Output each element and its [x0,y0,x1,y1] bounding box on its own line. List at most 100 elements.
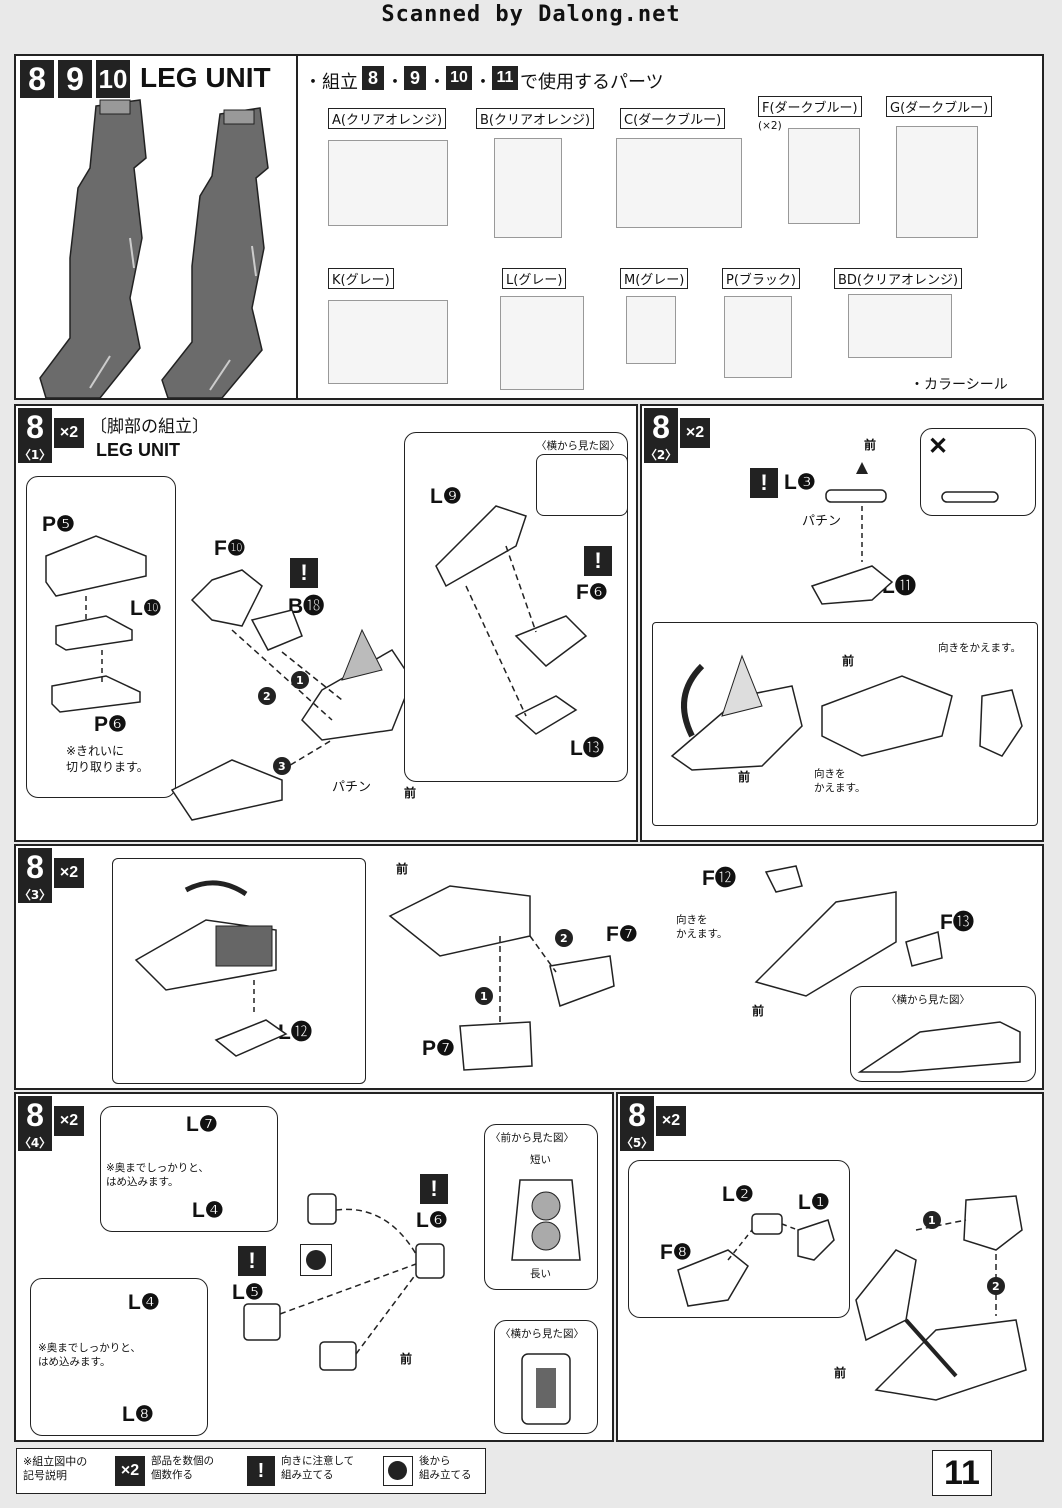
part-l13: L⓭ [570,737,604,760]
part-b18: B⓲ [288,595,325,618]
part-l4: L❹ [192,1199,224,1222]
step2-bottom-assembly [670,654,1023,771]
step4-back-symbol [300,1244,332,1276]
step2-forward-mid: 前 [842,654,855,668]
step2-multiplier: ×2 [680,418,710,448]
part-f7: F❼ [606,923,638,946]
step4-front-shape [511,1179,581,1261]
part-l10: L❿ [130,597,162,620]
dot-3: ・ [474,72,492,93]
step3-multiplier: ×2 [54,858,84,888]
part-l1: L❶ [798,1191,830,1214]
step4-side-shape [521,1353,571,1425]
runner-a-label: A(クリアオレンジ) [328,108,447,129]
step4-front-view: 〈前から見た図〉 [490,1132,574,1144]
runner-g-label: G(ダークブルー) [886,96,993,117]
step4-multiplier: ×2 [54,1106,84,1136]
part-p6: P❻ [94,713,127,736]
svg-text:1: 1 [480,990,488,1003]
scan-title: Scanned by Dalong.net [381,2,681,27]
header-title: LEG UNIT [140,62,271,93]
step1-snap: パチン [332,780,372,795]
svg-text:3: 3 [278,760,286,773]
step4-long: 長い [530,1268,551,1280]
runner-c-label: C(ダークブルー) [620,108,726,129]
part-l12: L⓬ [278,1021,312,1044]
header-panel: 8 9 10 LEG UNIT ・組立 8 ・ 9 ・ 10 ・ 11 で使用す… [14,54,1044,400]
runner-k-label: K(グレー) [328,268,394,289]
part-l6: L❻ [416,1209,448,1232]
step4-short: 短い [530,1154,551,1166]
dot-2: ・ [428,72,446,93]
parts-step-10: 10 [446,66,472,90]
part-f6: F❻ [576,581,608,604]
legend-x2-symbol: ×2 [115,1456,145,1486]
step1-note: ※きれいに 切り取ります。 [66,744,149,774]
step4-note1: ※奥までしっかりと、 はめ込みます。 [106,1162,209,1188]
step1-side-view-box [536,454,628,516]
leg-unit-illustration [39,99,269,399]
part-f10: F❿ [214,537,246,560]
runner-bd [848,294,952,358]
step1-forward: 前 [404,786,417,800]
part-l9: L❾ [430,485,462,508]
color-seal-note: ・カラーシール [910,377,1008,393]
runner-p [724,296,792,378]
step4-note2: ※奥までしっかりと、 はめ込みます。 [38,1342,141,1368]
runner-g [896,126,978,238]
part-l4b: L❹ [128,1291,160,1314]
part-l8: L❽ [122,1403,154,1426]
step3-middle-assembly: 1 2 [388,885,615,1071]
part-l2: L❷ [722,1183,754,1206]
runner-b [494,138,562,238]
legend-title: ※組立図中の 記号説明 [23,1455,88,1483]
part-f13: F⓭ [940,911,974,934]
header-step-8: 8 [20,60,54,98]
step4-side-view: 〈横から見た図〉 [500,1328,584,1340]
header-step-10: 10 [96,60,130,98]
svg-text:1: 1 [296,674,304,687]
step2-warn-l3: ! [750,468,778,498]
step3-sub: 〈3〉 [18,886,52,903]
step2-panel: 8 〈2〉 ×2 ! L❸ 前 パチン L⓫ ✕ 向きをかえます。 前 前 向き… [640,404,1044,842]
runner-m-label: M(グレー) [620,268,689,289]
step3-forward-right: 前 [752,1004,765,1018]
step2-turn-note2: 向きを かえます。 [814,768,866,794]
step2-forward-top: 前 [864,438,877,452]
step1-warn-b18: ! [290,558,318,588]
legend-x2-text: 部品を数個の 個数作る [151,1455,214,1481]
legend-back-symbol [383,1456,413,1486]
svg-text:2: 2 [263,690,271,703]
step3-side-view: 〈横から見た図〉 [886,994,970,1006]
step4-warn-l6: ! [420,1174,448,1204]
step5-inset-parts [677,1213,835,1307]
legend-back-text: 後から 組み立てる [419,1455,472,1481]
step3-panel: 8 〈3〉 ×2 L⓬ 前 F❼ P❼ 1 2 F⓬ F⓭ 向きを かえます。 … [14,844,1044,1090]
step4-panel: 8 〈4〉 ×2 L❼ ※奥までしっかりと、 はめ込みます。 L❹ ! L❻ !… [14,1092,614,1442]
step5-panel: 8 〈5〉 ×2 L❷ L❶ F❽ 1 2 前 [616,1092,1044,1442]
step2-wrong-mark: ✕ [928,433,949,460]
step5-number: 8 [620,1096,654,1134]
legend-warn-text: 向きに注意して 組み立てる [281,1455,355,1481]
step4-sub: 〈4〉 [18,1134,52,1151]
legend-warn-symbol: ! [247,1456,275,1486]
step1-side-view: 〈横から見た図〉 [536,440,620,452]
step1-right-parts [435,505,588,735]
step1-title-jp: 〔脚部の組立〕 [90,417,209,437]
parts-step-8: 8 [362,66,384,90]
step5-multiplier: ×2 [656,1106,686,1136]
step3-side-shape [857,1021,1021,1073]
step1-title-en: LEG UNIT [96,440,180,460]
runner-c [616,138,742,228]
legend: ※組立図中の 記号説明 ×2 部品を数個の 個数作る ! 向きに注意して 組み立… [16,1448,486,1494]
step3-forward-top: 前 [396,862,409,876]
part-p5: P❺ [42,513,75,536]
step4-forward: 前 [400,1352,413,1366]
step4-warn-l5: ! [238,1246,266,1276]
runner-f [788,128,860,224]
step1-left-parts [45,535,147,713]
runner-f-note: (×2) [758,120,782,132]
step5-sub: 〈5〉 [620,1134,654,1151]
step1-panel: 8 〈1〉 ×2 〔脚部の組立〕 LEG UNIT P❺ L❿ P❻ ※きれいに… [14,404,638,842]
header-step-9: 9 [58,60,92,98]
